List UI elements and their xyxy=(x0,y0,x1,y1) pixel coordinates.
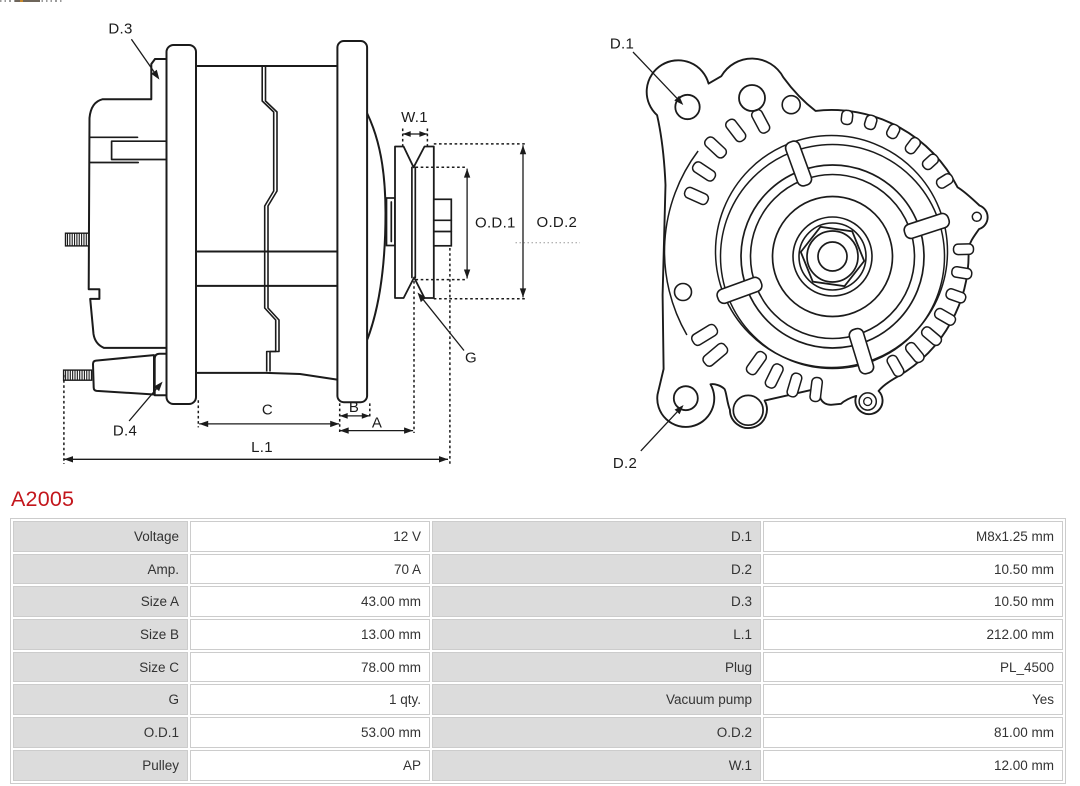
svg-text:D.2: D.2 xyxy=(613,455,637,472)
svg-text:D.3: D.3 xyxy=(108,21,132,38)
svg-text:O.D.2: O.D.2 xyxy=(537,214,578,231)
svg-text:L.1: L.1 xyxy=(251,439,273,456)
svg-text:C: C xyxy=(262,402,273,419)
svg-text:G: G xyxy=(465,350,477,367)
svg-text:B: B xyxy=(349,399,359,416)
svg-text:O.D.1: O.D.1 xyxy=(475,215,516,232)
svg-text:D.1: D.1 xyxy=(610,36,634,53)
svg-text:A: A xyxy=(372,415,382,432)
svg-text:D.4: D.4 xyxy=(113,423,137,440)
svg-text:W.1: W.1 xyxy=(401,109,428,126)
